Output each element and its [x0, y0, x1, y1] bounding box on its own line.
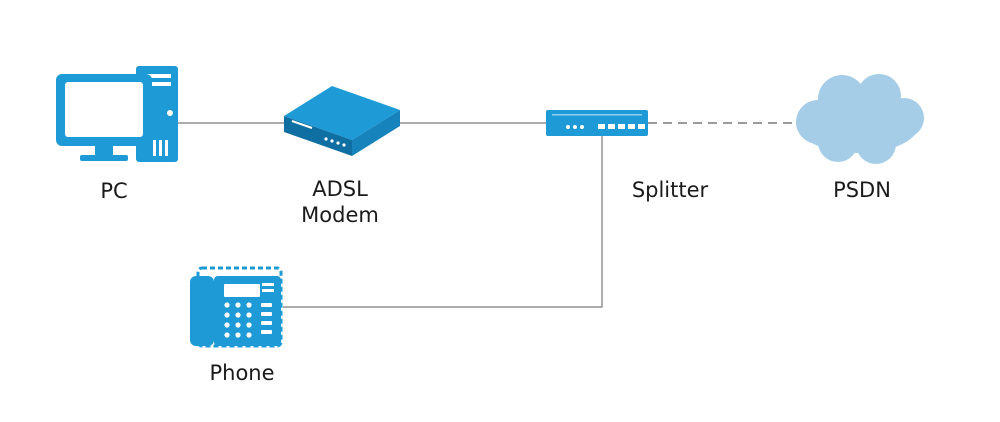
pc-label: PC: [76, 178, 152, 204]
link-splitter-phone: [283, 136, 603, 308]
phone-label: Phone: [192, 360, 292, 386]
adsl-modem-icon: [284, 86, 400, 156]
phone-label-text: Phone: [209, 361, 275, 385]
modem-label-line1: ADSL: [312, 177, 368, 201]
splitter-label: Splitter: [610, 177, 730, 203]
network-label-text: PSDN: [833, 178, 891, 202]
cloud-icon: [796, 74, 924, 164]
desk-phone-icon: [190, 266, 283, 348]
modem-label-line2: Modem: [301, 203, 379, 227]
splitter-label-text: Splitter: [631, 178, 709, 202]
splitter-icon: [546, 110, 648, 136]
network-label: PSDN: [812, 177, 912, 203]
desktop-computer-icon: [56, 66, 178, 162]
pc-label-text: PC: [100, 179, 128, 203]
modem-label: ADSL Modem: [290, 176, 390, 228]
